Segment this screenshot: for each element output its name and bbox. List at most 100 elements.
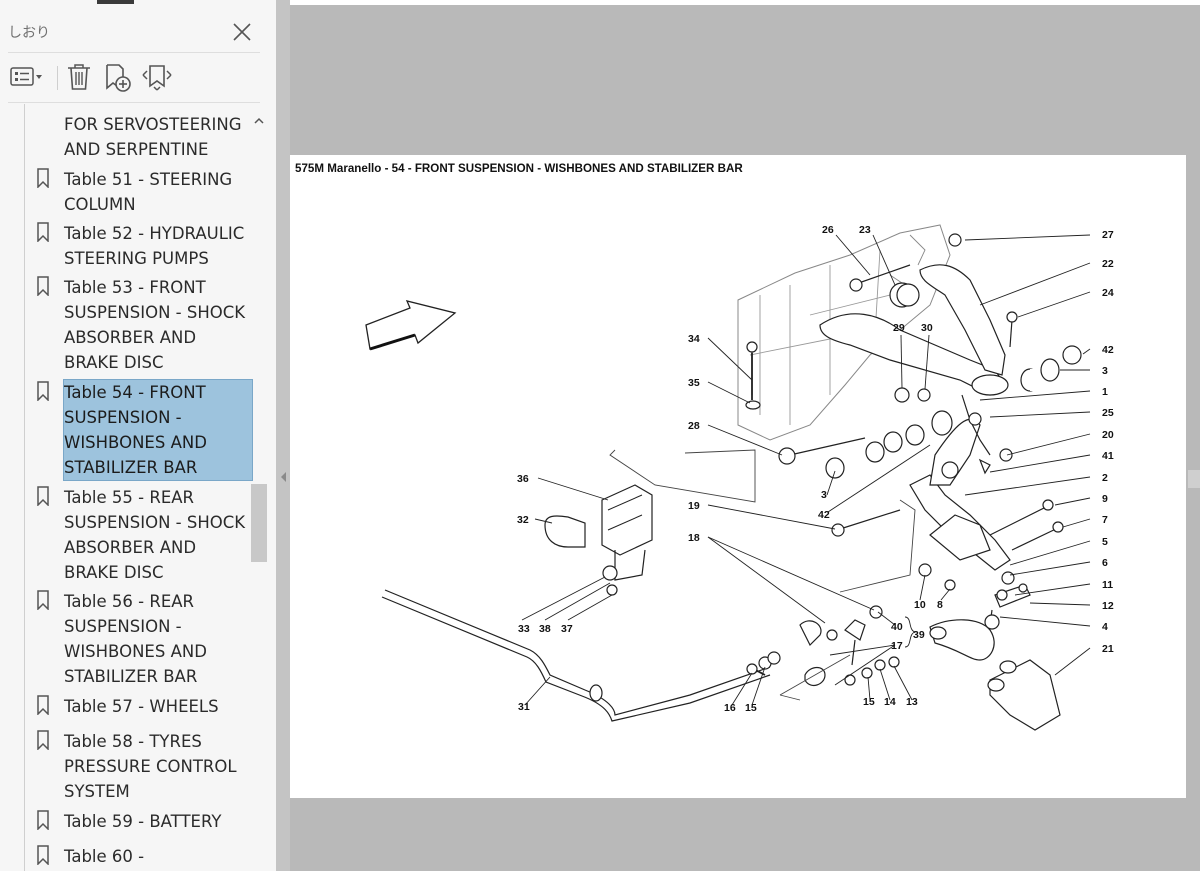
part-label: 38	[539, 623, 551, 635]
bookmark-label: Table 57 - WHEELS	[64, 697, 219, 716]
bookmark-label: Table 58 - TYRES PRESSURE CONTROL SYSTEM	[64, 732, 237, 801]
bookmark-item-table-51[interactable]: Table 51 - STEERING COLUMN	[28, 163, 252, 215]
bookmark-expand-icon	[142, 65, 172, 91]
part-label: 40	[891, 621, 903, 633]
bookmark-item-table-54[interactable]: Table 54 - FRONT SUSPENSION - WISHBONES …	[28, 376, 253, 481]
bookmark-icon	[37, 276, 49, 296]
header-divider	[8, 52, 260, 53]
close-panel-button[interactable]	[228, 18, 256, 46]
part-label: 8	[937, 599, 943, 611]
bookmark-label: Table 52 - HYDRAULIC STEERING PUMPS	[64, 224, 245, 268]
bookmark-item-table-59[interactable]: Table 59 - BATTERY	[28, 805, 252, 833]
part-label: 4	[1102, 621, 1108, 633]
part-label: 32	[517, 514, 529, 526]
delete-bookmark-button[interactable]	[64, 62, 94, 92]
part-label: 35	[688, 377, 700, 389]
scroll-up-icon[interactable]	[252, 114, 266, 128]
bookmark-label: Table 55 - REAR SUSPENSION - SHOCK ABSOR…	[64, 488, 246, 582]
part-label: 42	[1102, 344, 1114, 356]
part-label: 27	[1102, 229, 1114, 241]
part-label: 20	[1102, 429, 1114, 441]
part-label: 18	[688, 532, 700, 544]
close-icon	[233, 23, 251, 41]
bookmark-icon	[37, 590, 49, 610]
bookmark-label: Table 56 - REAR SUSPENSION - WISHBONES A…	[64, 592, 207, 686]
part-number-labels: 26 23 27 22 24 29 30 42 3 1 25 20 41 2 9…	[517, 224, 1114, 714]
part-label: 17	[891, 640, 903, 652]
options-menu-button[interactable]	[8, 62, 46, 92]
part-label: 29	[893, 322, 905, 334]
bookmarks-toolbar	[0, 56, 276, 100]
part-label: 5	[1102, 536, 1108, 548]
bookmark-icon	[37, 168, 49, 188]
expand-bookmark-button[interactable]	[140, 62, 174, 92]
viewer-scrollbar-thumb[interactable]	[1188, 470, 1200, 488]
scrollbar-thumb[interactable]	[251, 484, 267, 562]
parts-diagram: 26 23 27 22 24 29 30 42 3 1 25 20 41 2 9…	[365, 224, 1114, 731]
bookmark-icon	[37, 695, 49, 715]
panel-tab-strip	[0, 0, 276, 5]
bookmark-item-servosteering[interactable]: FOR SERVOSTEERING AND SERPENTINE	[28, 108, 252, 160]
part-label: 7	[1102, 514, 1108, 526]
bookmark-scrollbar[interactable]	[250, 104, 268, 871]
part-label: 33	[518, 623, 530, 635]
bookmark-item-table-60[interactable]: Table 60 -	[28, 840, 252, 868]
bookmark-label: Table 51 - STEERING COLUMN	[64, 170, 233, 214]
collapse-arrow-icon[interactable]	[278, 470, 288, 484]
tree-guide-line	[24, 104, 25, 871]
part-label: 13	[906, 696, 918, 708]
new-bookmark-button[interactable]	[101, 62, 133, 92]
bookmark-label: Table 60 -	[64, 847, 145, 866]
part-label: 28	[688, 420, 700, 432]
part-label: 6	[1102, 557, 1108, 569]
bookmark-icon	[37, 845, 49, 865]
bookmark-item-table-55[interactable]: Table 55 - REAR SUSPENSION - SHOCK ABSOR…	[28, 481, 252, 583]
bookmarks-panel: しおり	[0, 0, 276, 871]
diagram-drawing	[365, 224, 1082, 731]
bookmark-item-table-52[interactable]: Table 52 - HYDRAULIC STEERING PUMPS	[28, 217, 252, 269]
leader-lines	[521, 234, 1091, 706]
bookmark-icon	[37, 730, 49, 750]
part-label: 22	[1102, 258, 1114, 270]
page-heading: 575M Maranello - 54 - FRONT SUSPENSION -…	[295, 162, 743, 175]
bookmark-icon	[37, 486, 49, 506]
bookmark-icon	[37, 381, 49, 401]
bookmark-label: Table 59 - BATTERY	[64, 812, 222, 831]
bookmark-label: Table 53 - FRONT SUSPENSION - SHOCK ABSO…	[64, 278, 246, 372]
part-label: 34	[688, 333, 700, 345]
part-label: 3	[1102, 365, 1108, 377]
part-label: 31	[518, 701, 530, 713]
panel-title: しおり	[8, 25, 50, 41]
bookmark-tree: FOR SERVOSTEERING AND SERPENTINE Table 5…	[0, 104, 276, 871]
part-label: 15	[745, 702, 757, 714]
part-label: 15	[863, 696, 875, 708]
panel-splitter[interactable]	[276, 0, 290, 871]
bookmark-icon	[37, 222, 49, 242]
bookmark-item-table-57[interactable]: Table 57 - WHEELS	[28, 690, 252, 718]
viewer-top-edge	[290, 0, 1200, 5]
part-label: 3	[821, 489, 827, 501]
part-label: 23	[859, 224, 871, 236]
part-label: 39	[913, 629, 925, 641]
part-label: 16	[724, 702, 736, 714]
part-label: 12	[1102, 600, 1114, 612]
pdf-page: 575M Maranello - 54 - FRONT SUSPENSION -…	[290, 155, 1186, 798]
part-label: 24	[1102, 287, 1114, 299]
active-tab-indicator[interactable]	[97, 0, 134, 4]
part-label: 9	[1102, 493, 1108, 505]
bookmark-item-table-53[interactable]: Table 53 - FRONT SUSPENSION - SHOCK ABSO…	[28, 271, 252, 373]
part-label: 30	[921, 322, 933, 334]
part-label: 19	[688, 500, 700, 512]
part-label: 26	[822, 224, 834, 236]
part-label: 10	[914, 599, 926, 611]
part-label: 41	[1102, 450, 1114, 462]
part-label: 2	[1102, 472, 1108, 484]
new-bookmark-icon	[106, 64, 131, 92]
bookmark-icon	[37, 810, 49, 830]
panel-header: しおり	[0, 5, 276, 52]
bookmark-label: Table 54 - FRONT SUSPENSION - WISHBONES …	[63, 379, 253, 481]
toolbar-divider	[8, 102, 260, 103]
part-label: 36	[517, 473, 529, 485]
bookmark-item-table-58[interactable]: Table 58 - TYRES PRESSURE CONTROL SYSTEM	[28, 725, 252, 803]
bookmark-item-table-56[interactable]: Table 56 - REAR SUSPENSION - WISHBONES A…	[28, 585, 252, 687]
